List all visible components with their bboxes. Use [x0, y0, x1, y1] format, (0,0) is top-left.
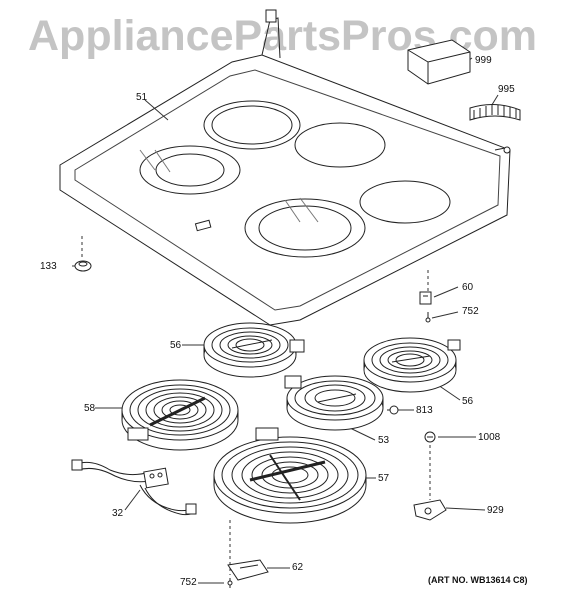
callout-133: 133	[40, 261, 57, 272]
callout-53: 53	[378, 435, 390, 446]
screw-813[interactable]	[387, 405, 399, 415]
control-module-box[interactable]	[407, 39, 471, 85]
callout-62: 62	[292, 562, 304, 573]
callout-60: 60	[462, 282, 474, 293]
screw-1008[interactable]	[424, 431, 436, 443]
leader-lines	[72, 57, 499, 584]
callout-813: 813	[416, 405, 433, 416]
infinite-switch-32[interactable]	[71, 459, 197, 516]
callout-752-bottom: 752	[180, 577, 197, 588]
callout-58: 58	[84, 403, 96, 414]
callout-752-top: 752	[462, 306, 479, 317]
callout-999: 999	[475, 55, 492, 66]
callout-929: 929	[487, 505, 504, 516]
callout-995: 995	[498, 84, 515, 95]
callout-56-right: 56	[462, 396, 474, 407]
surface-element-57[interactable]	[213, 427, 367, 524]
clip-60[interactable]	[419, 291, 432, 305]
surface-element-53[interactable]	[284, 375, 384, 431]
wire-harness-995[interactable]	[469, 104, 521, 121]
screw-752-top[interactable]	[425, 312, 431, 323]
bracket-62[interactable]	[227, 559, 269, 581]
bracket-929[interactable]	[413, 499, 447, 521]
surface-element-58[interactable]	[121, 379, 239, 451]
callout-51: 51	[136, 92, 148, 103]
cooktop-glass-top[interactable]	[59, 9, 511, 326]
surface-element-56-left[interactable]	[203, 322, 305, 378]
callout-32: 32	[112, 508, 124, 519]
callout-57: 57	[378, 473, 390, 484]
art-number: (ART NO. WB13614 C8)	[428, 575, 528, 585]
callout-1008: 1008	[478, 432, 501, 443]
bumper-133[interactable]	[74, 260, 92, 272]
surface-element-56-right[interactable]	[363, 337, 461, 393]
callout-56-left: 56	[170, 340, 182, 351]
screw-752-bottom[interactable]	[227, 578, 233, 588]
